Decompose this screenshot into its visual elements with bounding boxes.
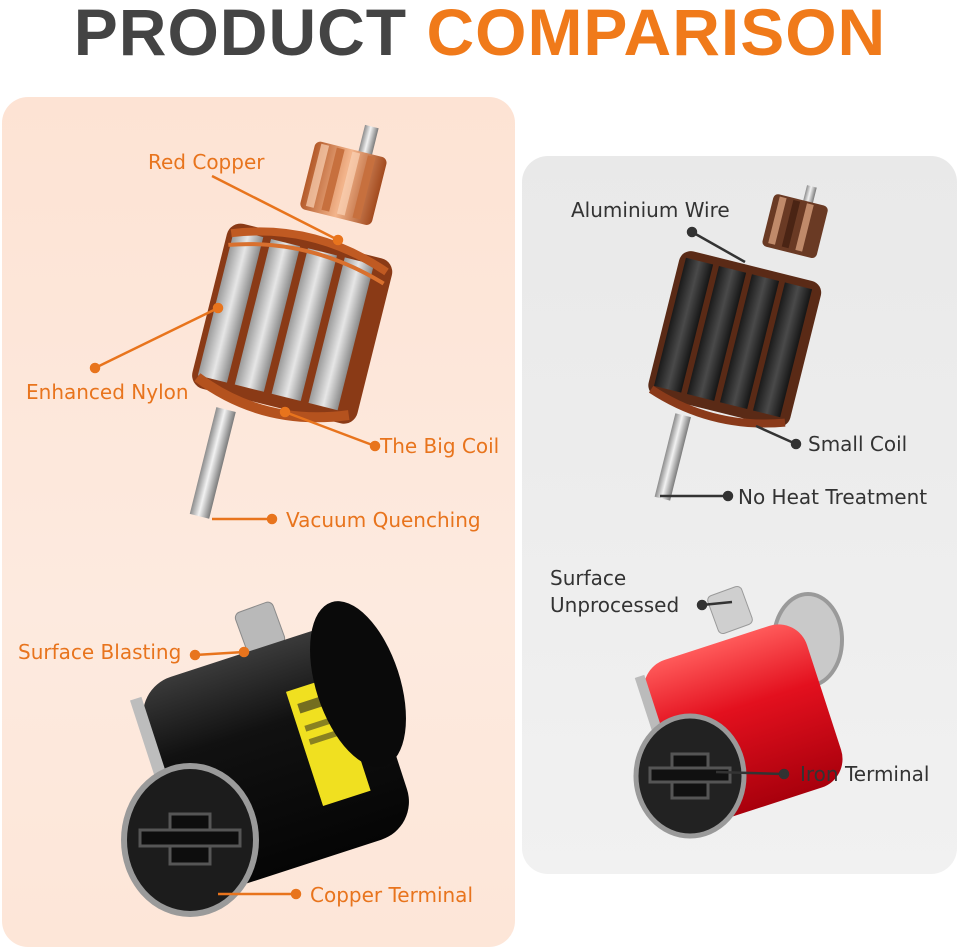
page-title: PRODUCT COMPARISON xyxy=(0,0,960,70)
label-iron-terminal: Iron Terminal xyxy=(800,762,930,786)
black-compressor-image xyxy=(121,601,409,917)
label-enhanced-nylon: Enhanced Nylon xyxy=(26,380,189,404)
label-vacuum-quenching: Vacuum Quenching xyxy=(286,508,481,532)
label-copper-terminal: Copper Terminal xyxy=(310,883,473,907)
label-surface: Surface xyxy=(550,566,627,590)
dark-armature-image xyxy=(648,185,828,501)
left-leader-lines xyxy=(89,174,381,900)
red-compressor-image xyxy=(633,585,844,839)
label-big-coil: The Big Coil xyxy=(380,434,500,458)
right-leader-lines xyxy=(660,226,802,780)
title-word-comparison: COMPARISON xyxy=(426,0,887,69)
copper-armature-image xyxy=(189,124,393,519)
title-word-product: PRODUCT xyxy=(73,0,408,69)
label-no-heat-treatment: No Heat Treatment xyxy=(738,485,928,509)
label-aluminium-wire: Aluminium Wire xyxy=(571,198,730,222)
label-red-copper: Red Copper xyxy=(148,150,265,174)
label-unprocessed: Unprocessed xyxy=(550,593,680,617)
label-surface-blasting: Surface Blasting xyxy=(18,640,182,664)
label-small-coil: Small Coil xyxy=(808,432,908,456)
